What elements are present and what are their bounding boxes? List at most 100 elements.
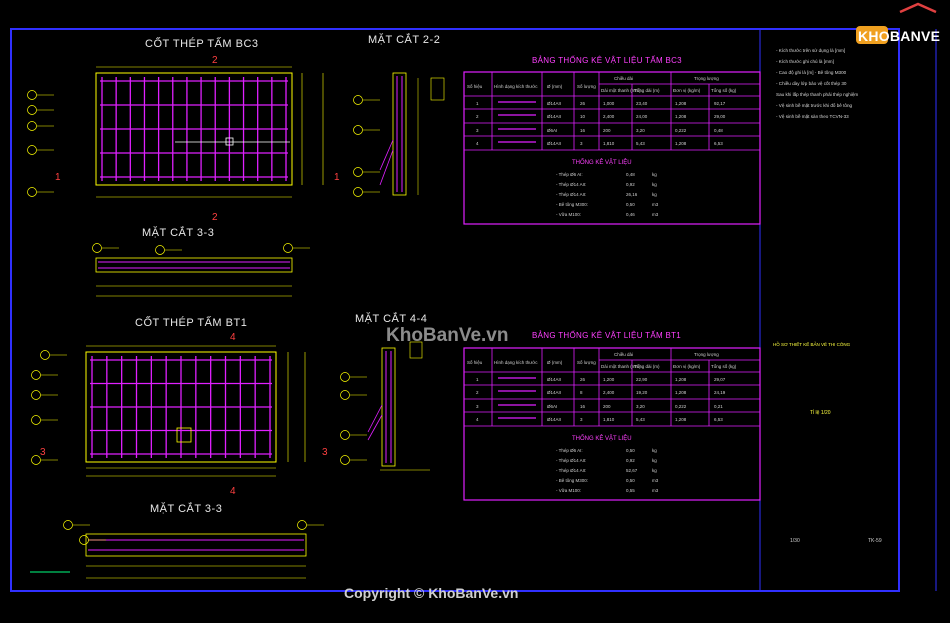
table-header-cell: Ø (mm) — [547, 360, 563, 365]
note-line: - Chiều dày lớp bảo vệ cốt thép 30 — [776, 81, 847, 86]
sheet-outer-frame — [10, 28, 900, 592]
table-cell: 1 — [476, 377, 479, 382]
callout-bubble — [340, 390, 350, 400]
cut-4-bottom: 4 — [230, 486, 236, 497]
sec33a-title: MẶT CẮT 3-3 — [142, 226, 214, 239]
table-cell: 24,19 — [714, 390, 726, 395]
callout-bubble — [31, 415, 41, 425]
table-cell: Ø14AII — [547, 141, 561, 146]
summary-label: - Thép Ø14 AII: — [556, 182, 586, 187]
summary-value: 0,48 — [626, 172, 635, 177]
table-cell: 0,222 — [675, 128, 687, 133]
table-cell: 0,48 — [714, 128, 723, 133]
cut-3-left: 3 — [40, 447, 46, 458]
table-cell: 3 — [580, 417, 583, 422]
titleblock-code: TK-59 — [868, 538, 882, 544]
callout-bubble — [92, 243, 102, 253]
cut-2-top: 2 — [212, 55, 218, 66]
table-cell: 3 — [580, 141, 583, 146]
note-line: - Cao độ ghi là [m] - Bê tông M300 — [776, 70, 847, 75]
table-cell: 16 — [580, 404, 586, 409]
table-cell: 1,208 — [675, 377, 687, 382]
table-header-cell: Số hiệu — [467, 84, 483, 89]
watermark-center: KhoBanVe.vn — [386, 325, 508, 346]
summary-label: - Thép Ø14 AII: — [556, 468, 586, 473]
note-line: Sau khi lắp thép thanh phải thép nghiệm — [776, 91, 858, 97]
callout-bubble — [40, 350, 50, 360]
table-cell: 1,208 — [675, 114, 687, 119]
table-cell: 2 — [476, 114, 479, 119]
summary-value: 0,46 — [626, 212, 635, 217]
cut-4-top: 4 — [230, 332, 236, 343]
table-cell: 19,20 — [636, 390, 648, 395]
summary-unit: m3 — [652, 478, 659, 483]
table-cell: 5,43 — [636, 417, 645, 422]
table-subheader-cell: Đơn vị (kg/m) — [673, 364, 701, 369]
table-cell: 22,90 — [636, 377, 648, 382]
table-cell: 6,53 — [714, 417, 723, 422]
table-cell: 2 — [476, 390, 479, 395]
bc3-plan: CỐT THÉP TẤM BC3 2 2 1 1 — [27, 36, 340, 223]
general-notes: - Kích thước trên sử dụng là [mm] - Kích … — [776, 47, 858, 119]
table-cell: 29,07 — [714, 377, 726, 382]
summary-unit: kg — [652, 448, 657, 453]
callout-bubble — [31, 370, 41, 380]
titleblock-sheet: 1/30 — [790, 538, 800, 544]
table-cell: 3 — [476, 404, 479, 409]
summary-unit: kg — [652, 172, 657, 177]
note-line: - Kích thước trên sử dụng là [mm] — [776, 47, 845, 53]
table-cell: 92,17 — [714, 101, 726, 106]
table-subheader-cell: Đơn vị (kg/m) — [673, 88, 701, 93]
table-subheader-cell: Tổng số (kg) — [711, 87, 737, 93]
table-cell: 1,208 — [675, 417, 687, 422]
summary-value: 0,92 — [626, 182, 635, 187]
table-header-cell: Số lượng — [577, 360, 596, 365]
callout-bubble — [27, 105, 37, 115]
titleblock-scale: Tỉ lệ 1/20 — [810, 409, 831, 416]
table-cell: 200 — [603, 128, 611, 133]
callout-bubble — [283, 243, 293, 253]
summary-unit: kg — [652, 192, 657, 197]
callout-bubble — [340, 372, 350, 382]
table-frame — [463, 71, 761, 225]
table-bt1-title: BẢNG THỐNG KÊ VẬT LIỆU TẤM BT1 — [532, 330, 681, 340]
table-cell: 10 — [580, 114, 586, 119]
summary-value: 0,50 — [626, 202, 635, 207]
cut-1-left: 1 — [55, 172, 61, 183]
callout-bubble — [27, 90, 37, 100]
callout-bubble — [353, 95, 363, 105]
cut-2-bottom: 2 — [212, 212, 218, 223]
sec44-title: MẶT CẮT 4-4 — [355, 312, 427, 325]
table-cell: 1,208 — [675, 101, 687, 106]
section-4-4: MẶT CẮT 4-4 — [340, 312, 430, 471]
bt1-title: CỐT THÉP TẤM BT1 — [135, 315, 247, 329]
table-cell: 1 — [476, 101, 479, 106]
table-cell: 4 — [476, 141, 479, 146]
table-cell: 0,222 — [675, 404, 687, 409]
section-3-3-top: MẶT CẮT 3-3 — [92, 226, 310, 297]
summary-unit: m3 — [652, 202, 659, 207]
table-header-cell: Ø (mm) — [547, 84, 563, 89]
table-header-cell: Chiều dài — [614, 352, 633, 357]
summary-label: - Bê tông M300: — [556, 478, 588, 483]
table-subheader-cell: Tổng số (kg) — [711, 363, 737, 369]
callout-bubble — [340, 455, 350, 465]
callout-bubble — [155, 245, 165, 255]
summary-value: 0,92 — [626, 458, 635, 463]
table-cell: Ø6AI — [547, 128, 557, 133]
table-cell: 200 — [603, 404, 611, 409]
summary-label: - Thép Ø14 AII: — [556, 192, 586, 197]
callout-bubble — [63, 520, 73, 530]
summary-label: - Thép Ø14 AII: — [556, 458, 586, 463]
table-cell: 1,208 — [675, 141, 687, 146]
table-cell: 23,40 — [636, 101, 648, 106]
bc3-title: CỐT THÉP TẤM BC3 — [145, 36, 259, 50]
table-cell: Ø14AII — [547, 114, 561, 119]
callout-bubble — [353, 187, 363, 197]
note-line: - Kích thước ghi chú là [mm] — [776, 59, 834, 64]
titleblock-project: HỒ SƠ THIẾT KẾ BẢN VẼ THI CÔNG — [773, 341, 851, 347]
table-cell: 1,810 — [603, 417, 615, 422]
table-subheader-cell: Dài một thanh (mm) — [601, 88, 641, 93]
table-cell: 0,21 — [714, 404, 723, 409]
logo-text: KHOBANVE — [858, 28, 940, 44]
